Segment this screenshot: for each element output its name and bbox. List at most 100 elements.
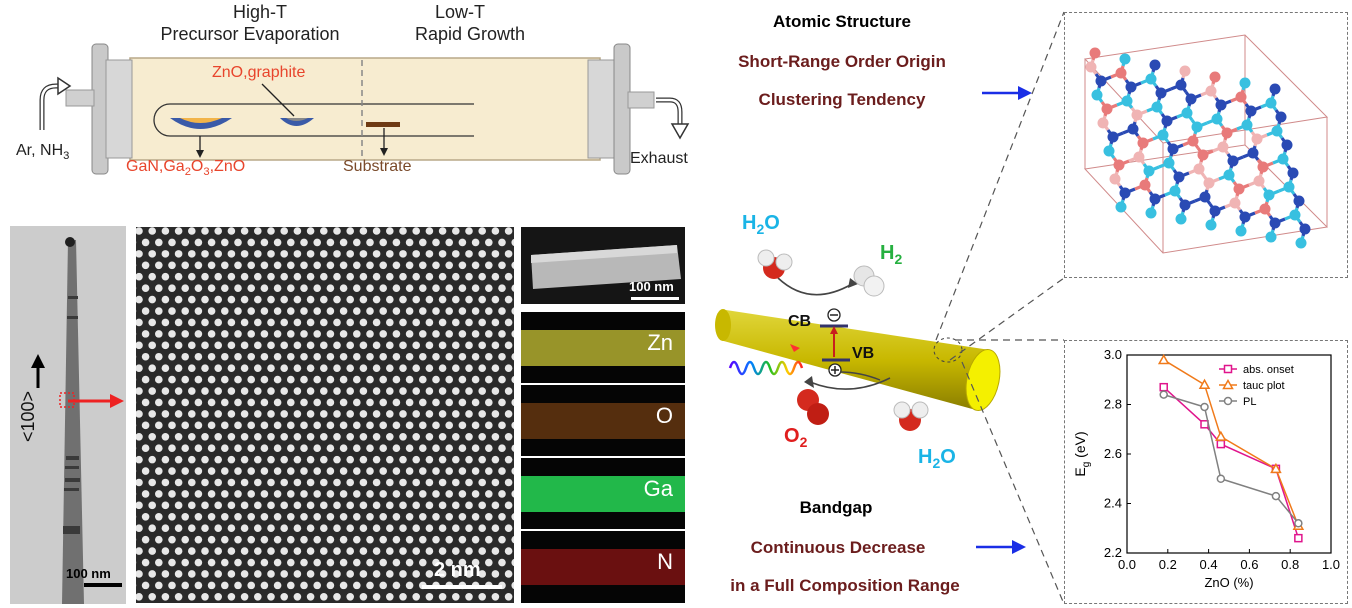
lattice-atom <box>353 375 361 384</box>
lattice-atom <box>452 227 460 235</box>
lattice-atom <box>273 558 282 567</box>
lattice-atom <box>353 421 361 430</box>
lattice-atom <box>168 535 176 544</box>
lattice-atom <box>359 272 368 281</box>
lattice-atom <box>392 352 401 361</box>
lattice-atom <box>326 444 335 452</box>
lattice-atom <box>293 410 302 418</box>
lattice-atom <box>359 455 368 464</box>
light-wave <box>728 360 804 376</box>
lattice-atom <box>148 295 156 304</box>
lattice-atom <box>326 490 335 498</box>
lattice-atom <box>485 330 493 338</box>
lattice-atom <box>136 570 143 578</box>
lattice-atom <box>386 364 394 372</box>
lattice-atom <box>293 250 302 258</box>
lattice-atom <box>465 570 473 578</box>
lattice-atom <box>300 238 308 247</box>
lattice-atom <box>366 375 374 384</box>
x-tick-label: 0.4 <box>1200 557 1218 572</box>
inlet-pipe <box>65 89 95 107</box>
outlet-arrow <box>656 97 683 126</box>
lattice-atom <box>181 284 189 292</box>
lattice-atom <box>392 535 401 544</box>
lattice-atom <box>491 593 500 601</box>
lattice-atom <box>326 581 335 590</box>
lattice-atom <box>465 272 473 281</box>
lattice-atom <box>392 238 401 247</box>
lattice-atom <box>188 272 196 281</box>
lattice-atom <box>392 398 401 407</box>
lattice-atom <box>392 512 401 521</box>
lattice-atom <box>478 227 487 235</box>
hrtem-image: 2 nm <box>136 227 514 603</box>
lattice-atom <box>280 387 288 395</box>
lattice-atom <box>485 352 493 361</box>
lattice-atom <box>313 375 321 384</box>
lattice-atom <box>240 364 249 372</box>
lattice-atom <box>287 581 295 590</box>
lattice-atom <box>280 272 288 281</box>
lattice-atom <box>366 261 374 270</box>
lattice-atom <box>168 330 176 338</box>
series-line <box>1163 386 1300 539</box>
lattice-atom <box>419 352 427 361</box>
lattice-atom <box>148 593 156 601</box>
lattice-atom <box>136 524 143 533</box>
lattice-atom <box>346 570 354 578</box>
lattice-atom <box>201 570 209 578</box>
lattice-atom <box>207 261 216 270</box>
lattice-atom <box>136 501 143 510</box>
lattice-atom <box>379 535 387 544</box>
lattice-atom <box>346 547 354 555</box>
hrtem-scale-label: 2 nm <box>434 559 481 581</box>
lattice-atom <box>339 467 348 475</box>
lattice-atom <box>267 364 275 372</box>
lattice-atom <box>174 455 183 464</box>
lattice-atom <box>392 284 401 292</box>
lattice-atom <box>452 501 460 510</box>
lattice-atom <box>214 341 222 350</box>
water-molecule-bottom <box>893 401 929 431</box>
lattice-atom <box>399 547 407 555</box>
lattice-atom <box>287 535 295 544</box>
lattice-atom <box>234 352 242 361</box>
lattice-atom <box>221 238 229 247</box>
lattice-atom <box>300 444 308 452</box>
lattice-atom <box>280 250 288 258</box>
lattice-atom <box>379 307 387 315</box>
lattice-atom <box>478 272 487 281</box>
lattice-atom <box>181 490 189 498</box>
lattice-atom <box>320 455 328 464</box>
lattice-atom <box>339 421 348 430</box>
lattice-atom <box>504 547 513 555</box>
lattice-atom <box>412 318 421 327</box>
lattice-atom <box>419 261 427 270</box>
crystal-atom <box>1095 75 1107 87</box>
data-point <box>1216 474 1226 483</box>
lattice-atom <box>511 330 514 338</box>
lattice-atom <box>161 547 170 555</box>
lattice-atom <box>320 501 328 510</box>
lattice-atom <box>445 490 454 498</box>
lattice-atom <box>419 421 427 430</box>
lattice-atom <box>399 524 407 533</box>
lattice-atom <box>326 535 335 544</box>
data-point <box>1222 378 1234 390</box>
lattice-atom <box>207 558 216 567</box>
lattice-atom <box>214 318 222 327</box>
atomic-lattice <box>136 227 514 601</box>
lattice-atom <box>293 570 302 578</box>
lattice-atom <box>306 250 315 258</box>
lattice-atom <box>511 353 514 361</box>
lattice-atom <box>254 524 262 533</box>
lattice-atom <box>412 455 421 464</box>
data-point <box>1223 396 1233 406</box>
lattice-atom <box>148 272 156 281</box>
lattice-atom <box>458 398 467 407</box>
lattice-atom <box>181 307 189 315</box>
lattice-atom <box>221 352 229 361</box>
x-axis-label: ZnO (%) <box>1204 575 1253 590</box>
lattice-atom <box>174 547 183 555</box>
lattice-atom <box>379 581 387 590</box>
